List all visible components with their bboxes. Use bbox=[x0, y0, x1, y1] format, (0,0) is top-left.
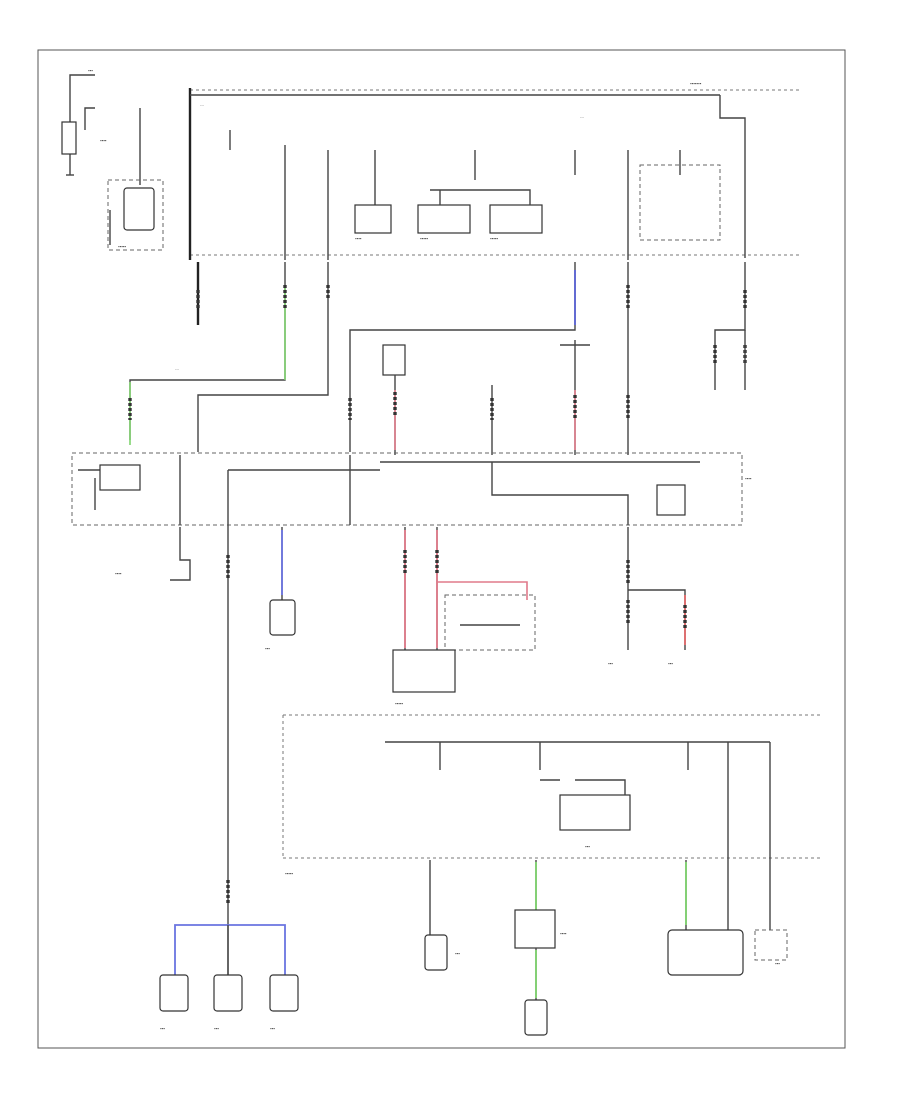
top-to-mid-wires: --- bbox=[128, 262, 747, 455]
lamp-right bbox=[269, 974, 299, 1012]
svg-text:▪▪▪: ▪▪▪ bbox=[585, 844, 590, 849]
svg-text:---: --- bbox=[200, 102, 205, 107]
svg-text:▪▪▪: ▪▪▪ bbox=[270, 1026, 275, 1031]
svg-text:▪▪▪: ▪▪▪ bbox=[214, 1026, 219, 1031]
bottom-section bbox=[159, 860, 788, 1036]
svg-text:▪▪▪: ▪▪▪ bbox=[608, 661, 613, 666]
lower-mid-wires bbox=[170, 527, 687, 975]
svg-text:▪▪▪▪▪: ▪▪▪▪▪ bbox=[420, 236, 428, 241]
lower-fuse-relay-box bbox=[282, 714, 820, 860]
relay-lower bbox=[559, 794, 631, 831]
svg-text:▪▪▪▪: ▪▪▪▪ bbox=[745, 476, 752, 481]
underhood-fuse-relay-box: --- --- bbox=[188, 88, 800, 260]
svg-text:▪▪▪: ▪▪▪ bbox=[160, 1026, 165, 1031]
illegible-labels: ▪▪▪ ▪▪▪▪ ▪▪▪▪▪ ▪▪▪▪▪▪▪ ▪▪▪▪ ▪▪▪▪ ▪▪▪▪▪ ▪… bbox=[88, 68, 780, 1031]
svg-text:▪▪▪▪: ▪▪▪▪ bbox=[100, 138, 107, 143]
svg-text:---: --- bbox=[580, 114, 585, 119]
svg-text:▪▪▪▪▪▪▪: ▪▪▪▪▪▪▪ bbox=[690, 81, 702, 86]
relay-box-mid bbox=[382, 344, 406, 376]
svg-text:▪▪▪: ▪▪▪ bbox=[265, 646, 270, 651]
svg-text:▪▪▪: ▪▪▪ bbox=[88, 68, 93, 73]
motor-unit bbox=[667, 929, 744, 976]
svg-text:▪▪▪▪▪: ▪▪▪▪▪ bbox=[285, 871, 293, 876]
svg-text:▪▪▪: ▪▪▪ bbox=[775, 961, 780, 966]
battery-starter-section bbox=[61, 74, 164, 251]
motor-assembly bbox=[392, 649, 456, 693]
diagram-border bbox=[37, 49, 846, 1049]
svg-text:▪▪▪▪▪: ▪▪▪▪▪ bbox=[118, 244, 126, 249]
relay-mid-left bbox=[99, 464, 141, 491]
svg-text:▪▪▪▪▪: ▪▪▪▪▪ bbox=[490, 236, 498, 241]
control-unit bbox=[514, 909, 556, 949]
component-282 bbox=[269, 599, 296, 636]
lamp-left bbox=[159, 974, 189, 1012]
under-dash-fuse-relay-box bbox=[71, 452, 743, 530]
svg-text:▪▪▪▪: ▪▪▪▪ bbox=[115, 571, 122, 576]
svg-text:▪▪▪: ▪▪▪ bbox=[668, 661, 673, 666]
relay-1 bbox=[354, 204, 392, 234]
fuse-group-top bbox=[229, 130, 681, 260]
battery bbox=[61, 121, 77, 155]
svg-text:▪▪▪▪: ▪▪▪▪ bbox=[560, 931, 567, 936]
svg-text:▪▪▪▪: ▪▪▪▪ bbox=[355, 236, 362, 241]
starter-motor bbox=[123, 187, 155, 231]
component-430 bbox=[424, 934, 448, 971]
svg-text:▪▪▪: ▪▪▪ bbox=[455, 951, 460, 956]
component-536 bbox=[524, 999, 548, 1036]
svg-text:▪▪▪▪▪: ▪▪▪▪▪ bbox=[395, 701, 403, 706]
lamp-center bbox=[213, 974, 243, 1012]
svg-text:---: --- bbox=[175, 366, 180, 371]
relay-mid-right bbox=[656, 484, 686, 516]
relay-2 bbox=[417, 204, 471, 234]
mid-relay-area bbox=[382, 340, 590, 455]
relay-3 bbox=[489, 204, 543, 234]
